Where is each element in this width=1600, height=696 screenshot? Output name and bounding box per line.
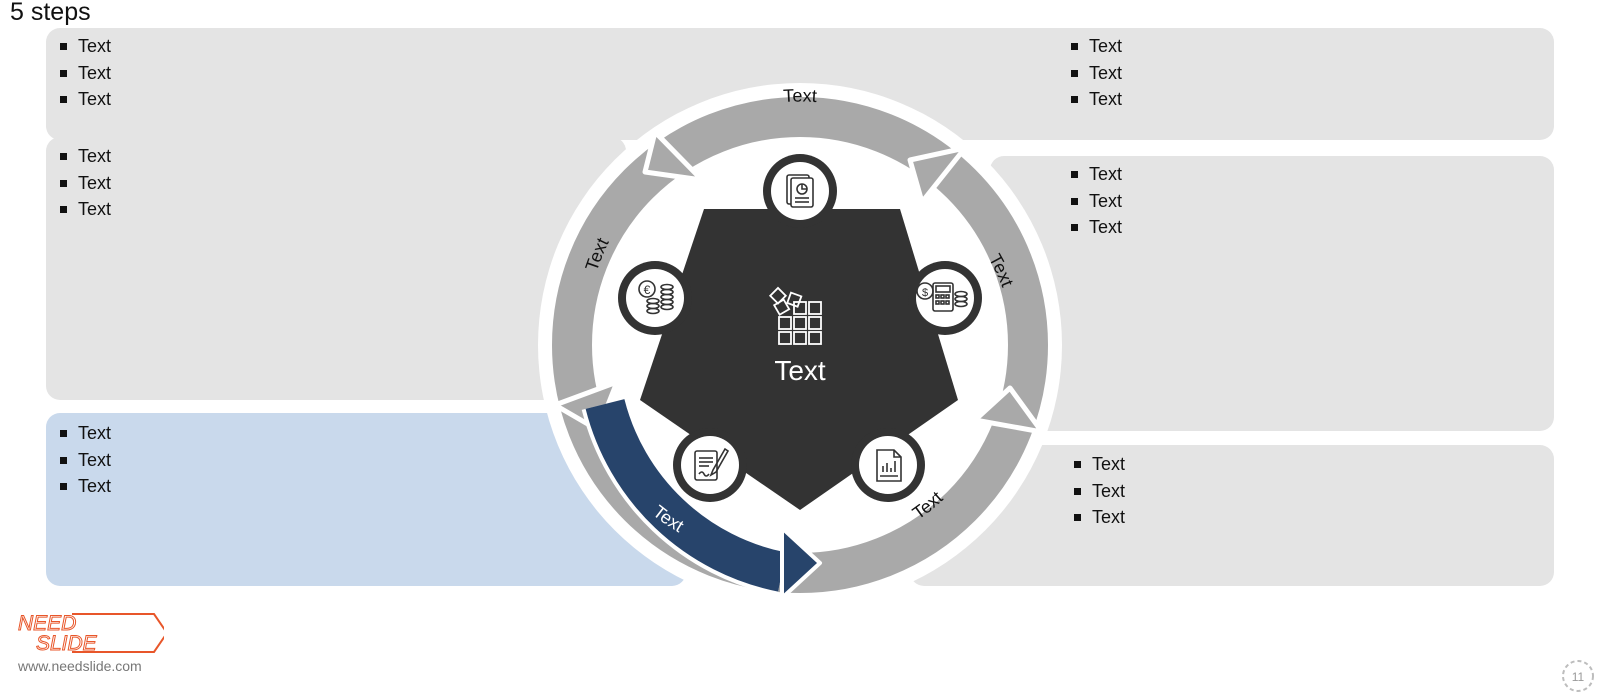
euro-coins-icon: € (638, 280, 674, 315)
bullet-item: Text (1067, 33, 1122, 60)
bullets-mid-right: Text Text Text (1067, 161, 1122, 241)
center-label: Text (774, 355, 826, 386)
bullet-item: Text (1070, 451, 1125, 478)
bullet-item: Text (1070, 478, 1125, 505)
bullet-item: Text (56, 60, 111, 87)
panel-mid-right (990, 156, 1554, 431)
node-bottom-right-face (859, 436, 917, 494)
document-chart-icon (786, 174, 814, 208)
node-right-face (916, 269, 974, 327)
bullets-bottom-left: Text Text Text (56, 420, 111, 500)
bullet-item: Text (56, 473, 111, 500)
bullets-mid-left: Text Text Text (56, 143, 111, 223)
bullets-bottom-right: Text Text Text (1070, 451, 1125, 531)
bullets-top-left: Text Text Text (56, 33, 111, 113)
bullet-item: Text (56, 170, 111, 197)
logo-arrow-outline (72, 613, 164, 653)
bullet-item: Text (56, 143, 111, 170)
arrowhead-top-left (642, 129, 705, 183)
slide-title: 5 steps (10, 0, 91, 26)
calculator-money-icon: $ (916, 282, 968, 312)
highlight-arrowhead (780, 526, 822, 600)
page-number-badge: 11 (1562, 660, 1594, 692)
svg-text:€: € (644, 283, 651, 297)
bullet-item: Text (1070, 504, 1125, 531)
ring-arrowheads (552, 129, 1045, 435)
arrowhead-top-right (907, 145, 968, 205)
needslide-logo: NEED SLIDE (18, 612, 164, 656)
panel-mid-left (46, 137, 626, 400)
bullet-item: Text (1067, 161, 1122, 188)
bullet-item: Text (1067, 60, 1122, 87)
puzzle-blocks-icon (768, 286, 822, 345)
bullet-item: Text (1067, 86, 1122, 113)
bullet-item: Text (56, 33, 111, 60)
page-number: 11 (1572, 670, 1585, 684)
arrow-label-top: Text (783, 85, 818, 106)
bullet-item: Text (1067, 214, 1122, 241)
node-top (763, 154, 837, 228)
node-right: $ (908, 261, 982, 335)
node-bottom-left (673, 428, 747, 502)
bullet-item: Text (56, 196, 111, 223)
report-chart-icon (876, 449, 902, 482)
bullet-item: Text (1067, 188, 1122, 215)
svg-text:$: $ (922, 287, 928, 299)
highlight-arrow-body (585, 398, 787, 592)
node-bottom-left-face (681, 436, 739, 494)
bullet-item: Text (56, 447, 111, 474)
logo-word-slide: SLIDE (36, 632, 98, 655)
node-bottom-right (851, 428, 925, 502)
footer-url: www.needslide.com (18, 658, 142, 674)
logo-word-need: NEED (18, 612, 76, 635)
bullet-item: Text (56, 420, 111, 447)
bullets-top-right: Text Text Text (1067, 33, 1122, 113)
node-left: € (618, 261, 692, 335)
contract-signature-icon (694, 447, 730, 481)
arrowhead-right (972, 385, 1045, 435)
bullet-item: Text (56, 86, 111, 113)
